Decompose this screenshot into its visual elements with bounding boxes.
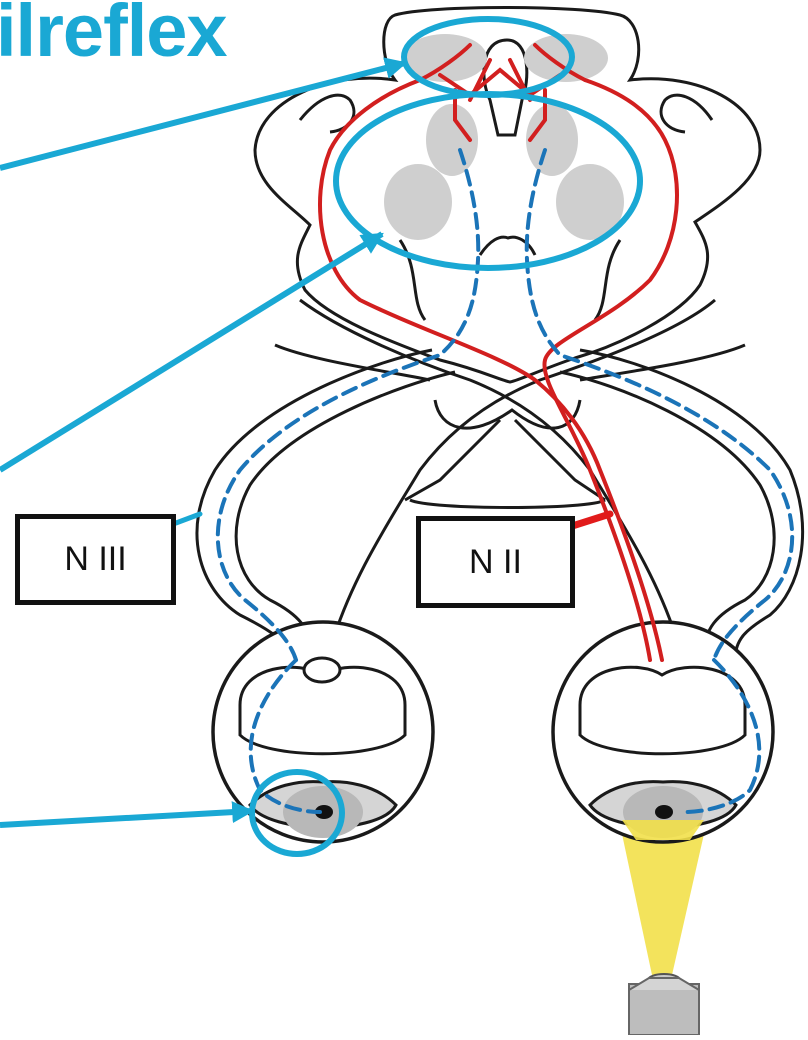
label-n3-text: N III [64,540,126,579]
midbrain-outline [255,8,760,383]
oculomotor-nerve-outlines [197,350,803,660]
diagram-title: ilreflex [0,0,227,68]
label-n2-text: N II [469,543,522,582]
lamp-icon [629,974,699,1035]
label-oculomotor-nerve: N III [15,514,176,605]
arrow-to-edinger-westphal [0,234,382,470]
light-beam [622,834,704,975]
label-optic-nerve: N II [416,516,575,608]
midbrain-nuclei [384,34,624,240]
arrow-to-pupil [0,811,252,825]
